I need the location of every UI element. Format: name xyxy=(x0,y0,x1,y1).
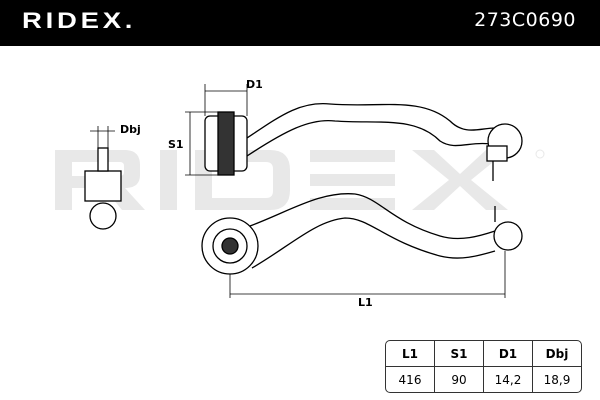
part-number: 273C0690 xyxy=(474,9,576,31)
spec-table: L1 S1 D1 Dbj 416 90 14,2 18,9 xyxy=(385,340,582,393)
brand-logo: RIDEX. xyxy=(22,8,137,33)
dimension-lines xyxy=(90,84,506,298)
header-cell: L1 xyxy=(386,341,435,367)
dimension-label-l1: L1 xyxy=(358,296,373,309)
control-arm-side-view xyxy=(204,102,523,181)
value-cell: 18,9 xyxy=(543,372,571,387)
dimension-label-dbj: Dbj xyxy=(120,123,141,136)
value-cell: 90 xyxy=(435,367,484,392)
header-cell: S1 xyxy=(435,341,484,367)
header-cell: Dbj xyxy=(533,341,581,367)
value-cell: 416 xyxy=(386,367,435,392)
header-bar: RIDEX. 273C0690 xyxy=(0,0,600,46)
value-cell: 14,2 xyxy=(484,367,533,392)
ball-joint-detail xyxy=(84,147,122,230)
spec-table-header-row: L1 S1 D1 Dbj xyxy=(386,341,581,367)
spec-table-value-row: 416 90 14,2 18,9 xyxy=(386,367,581,392)
dimension-label-s1: S1 xyxy=(168,138,184,151)
dimension-label-d1: D1 xyxy=(246,78,263,91)
watermark xyxy=(55,149,545,210)
technical-drawing xyxy=(55,84,545,298)
header-cell: D1 xyxy=(484,341,533,367)
